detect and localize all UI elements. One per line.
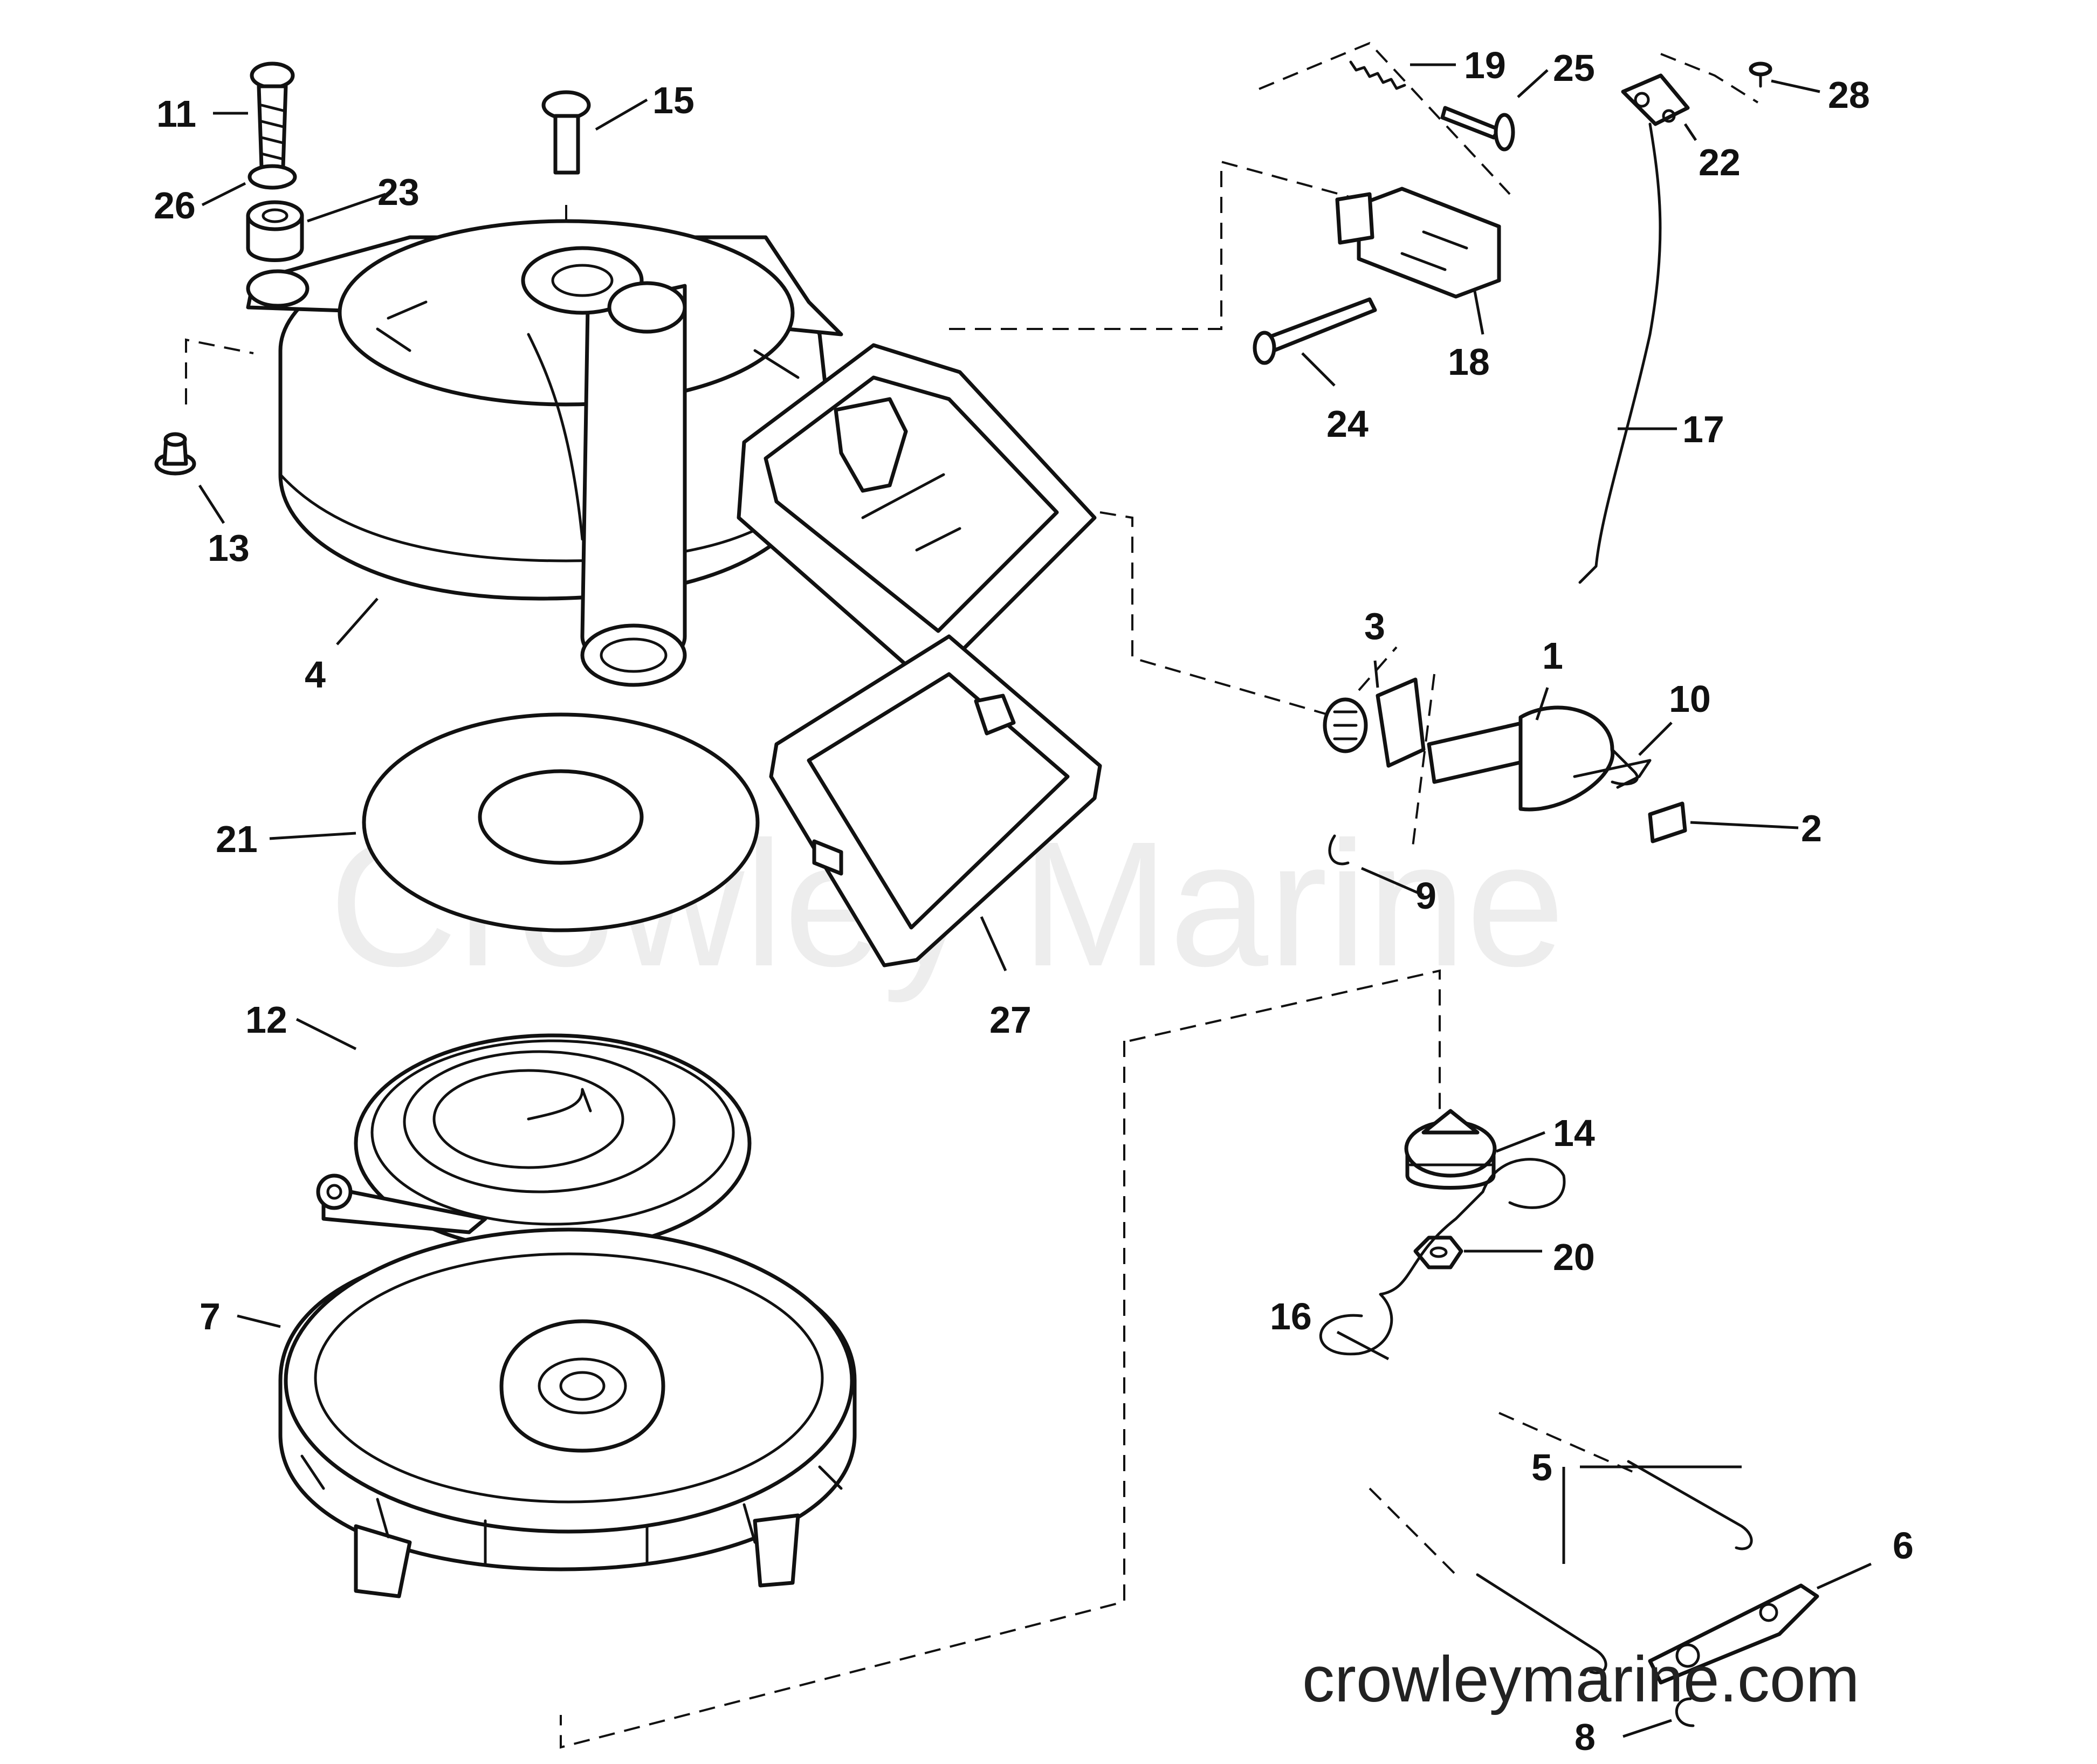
lockout-slide	[1335, 187, 1501, 299]
callout-1: 1	[1542, 635, 1563, 677]
small-screw	[1749, 61, 1772, 88]
link-rod	[1578, 122, 1662, 584]
callout-2: 2	[1801, 807, 1822, 849]
callout-8: 8	[1575, 1716, 1596, 1758]
callout-24: 24	[1326, 403, 1369, 445]
lock-pin	[1440, 106, 1515, 152]
callout-22: 22	[1699, 141, 1741, 183]
bolt	[541, 90, 591, 175]
rivet	[154, 432, 196, 476]
rewind-spring	[316, 1033, 752, 1253]
callout-20: 20	[1553, 1236, 1595, 1278]
pawl-upper	[1627, 1460, 1753, 1550]
slide-pin	[1253, 297, 1377, 365]
callout-14: 14	[1553, 1112, 1595, 1154]
callout-10: 10	[1669, 678, 1711, 720]
rope-guide-bracket	[737, 343, 1097, 676]
pawl-spring	[1319, 1158, 1566, 1356]
screw	[250, 61, 295, 169]
rope-end	[1573, 759, 1652, 789]
leader-lines	[198, 63, 1872, 1738]
callout-17: 17	[1682, 408, 1724, 450]
callout-15: 15	[652, 79, 695, 121]
handle-insert	[1648, 801, 1687, 843]
spring-plate	[362, 712, 760, 932]
callout-23: 23	[377, 171, 420, 213]
callout-19: 19	[1464, 44, 1506, 86]
frame-gasket	[769, 634, 1102, 967]
rope-anchor	[1323, 677, 1426, 768]
callout-25: 25	[1553, 47, 1595, 89]
website-url: crowleymarine.com	[1302, 1643, 1860, 1715]
rope-cap	[1404, 1109, 1497, 1190]
callout-18: 18	[1448, 341, 1490, 383]
callout-5: 5	[1531, 1446, 1552, 1488]
rope-pulley	[278, 1227, 857, 1598]
callout-4: 4	[305, 654, 326, 696]
callout-27: 27	[989, 999, 1032, 1041]
hex-nut	[1413, 1236, 1463, 1269]
bushing	[246, 200, 304, 262]
link-clamp	[1621, 73, 1690, 126]
starter-housing	[246, 219, 843, 687]
pawl-lever	[1648, 1583, 1819, 1685]
starter-handle	[1427, 705, 1639, 812]
retaining-clip	[1328, 834, 1350, 866]
callout-11: 11	[156, 93, 196, 135]
callout-21: 21	[216, 818, 258, 860]
callout-9: 9	[1415, 875, 1436, 917]
callout-6: 6	[1893, 1525, 1914, 1567]
callout-13: 13	[208, 527, 250, 569]
washer	[247, 164, 297, 190]
callout-16: 16	[1270, 1295, 1312, 1337]
callout-26: 26	[154, 184, 196, 226]
callout-labels: 11 26 23 15 13 4 21 12 7 19 25 22 28 18 …	[154, 44, 1914, 1758]
e-clip	[1675, 1697, 1695, 1727]
lock-spring	[1349, 60, 1406, 90]
callout-28: 28	[1828, 74, 1870, 116]
pawl-lower	[1476, 1573, 1607, 1674]
callout-12: 12	[245, 999, 287, 1041]
callout-3: 3	[1364, 605, 1385, 647]
callout-7: 7	[200, 1295, 221, 1337]
